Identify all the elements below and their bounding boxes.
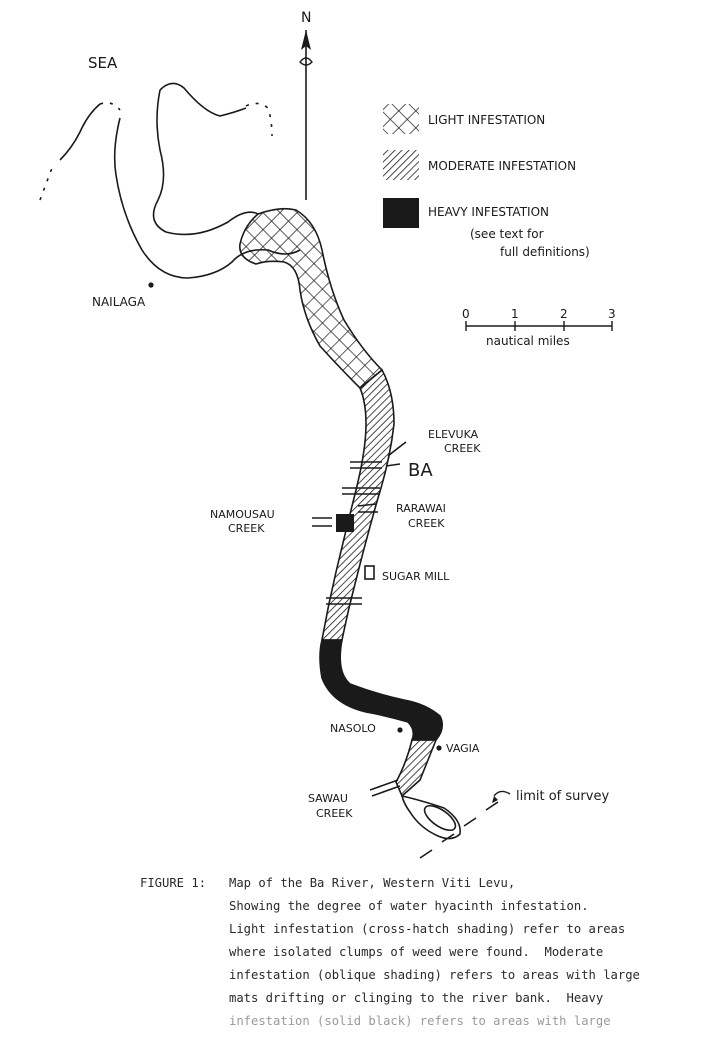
legend: LIGHT INFESTATION MODERATE INFESTATION H…: [383, 104, 590, 259]
caption-line-1: FIGURE 1: Map of the Ba River, Western Vi…: [140, 872, 710, 895]
north-arrow: N: [299, 10, 313, 200]
scale-tick-0: 0: [462, 307, 470, 321]
bridges: [326, 461, 401, 797]
legend-swatch-moderate: [383, 150, 419, 180]
legend-note-2: full definitions): [500, 245, 590, 259]
legend-swatch-light: [383, 104, 419, 134]
scale-bar: 0 1 2 3 nautical miles: [462, 307, 616, 348]
rarawai-label-2: CREEK: [408, 517, 445, 530]
nailaga-dot: [148, 282, 154, 288]
caption-line-6: mats drifting or clinging to the river b…: [229, 991, 604, 1005]
river: [239, 207, 461, 840]
north-label: N: [301, 10, 311, 26]
figure-caption: FIGURE 1: Map of the Ba River, Western Vi…: [140, 872, 710, 1033]
caption-line-7: infestation (solid black) refers to area…: [229, 1014, 611, 1028]
scale-tick-1: 1: [511, 307, 519, 321]
legend-swatch-heavy: [383, 198, 419, 228]
sawau-label-1: SAWAU: [308, 792, 348, 805]
sea-label: SEA: [88, 54, 118, 72]
scale-tick-2: 2: [560, 307, 568, 321]
namousau-label-2: CREEK: [228, 522, 265, 535]
nasolo-label: NASOLO: [330, 722, 376, 735]
vagia-dot: [436, 745, 442, 751]
legend-moderate-label: MODERATE INFESTATION: [428, 159, 576, 173]
scale-tick-3: 3: [608, 307, 616, 321]
caption-line-2: Showing the degree of water hyacinth inf…: [229, 899, 589, 913]
elevuka-label-2: CREEK: [444, 442, 481, 455]
vagia-label: VAGIA: [446, 742, 480, 755]
caption-label: FIGURE 1:: [140, 876, 207, 890]
sugar-mill-label: SUGAR MILL: [382, 570, 450, 583]
rarawai-label-1: RARAWAI: [396, 502, 446, 515]
ba-label: BA: [408, 460, 433, 481]
namousau-label-1: NAMOUSAU: [210, 508, 275, 521]
limit-of-survey-label: limit of survey: [516, 789, 609, 804]
scale-unit-label: nautical miles: [486, 334, 570, 348]
nailaga-label: NAILAGA: [92, 295, 146, 309]
creeks: [312, 441, 407, 527]
nasolo-dot: [397, 727, 403, 733]
caption-line-5: infestation (oblique shading) refers to …: [229, 968, 640, 982]
survey-limit: limit of survey: [419, 789, 609, 859]
elevuka-label-1: ELEVUKA: [428, 428, 479, 441]
sawau-label-2: CREEK: [316, 807, 353, 820]
caption-line-4: where isolated clumps of weed were found…: [229, 945, 604, 959]
sugar-mill-marker: [364, 565, 375, 580]
legend-light-label: LIGHT INFESTATION: [428, 113, 545, 127]
legend-heavy-label: HEAVY INFESTATION: [428, 205, 549, 219]
legend-note-1: (see text for: [470, 227, 544, 241]
river-map: N SEA NAILAGA: [39, 10, 616, 859]
caption-text-1: Map of the Ba River, Western Viti Levu,: [229, 876, 516, 890]
caption-line-3: Light infestation (cross-hatch shading) …: [229, 922, 626, 936]
